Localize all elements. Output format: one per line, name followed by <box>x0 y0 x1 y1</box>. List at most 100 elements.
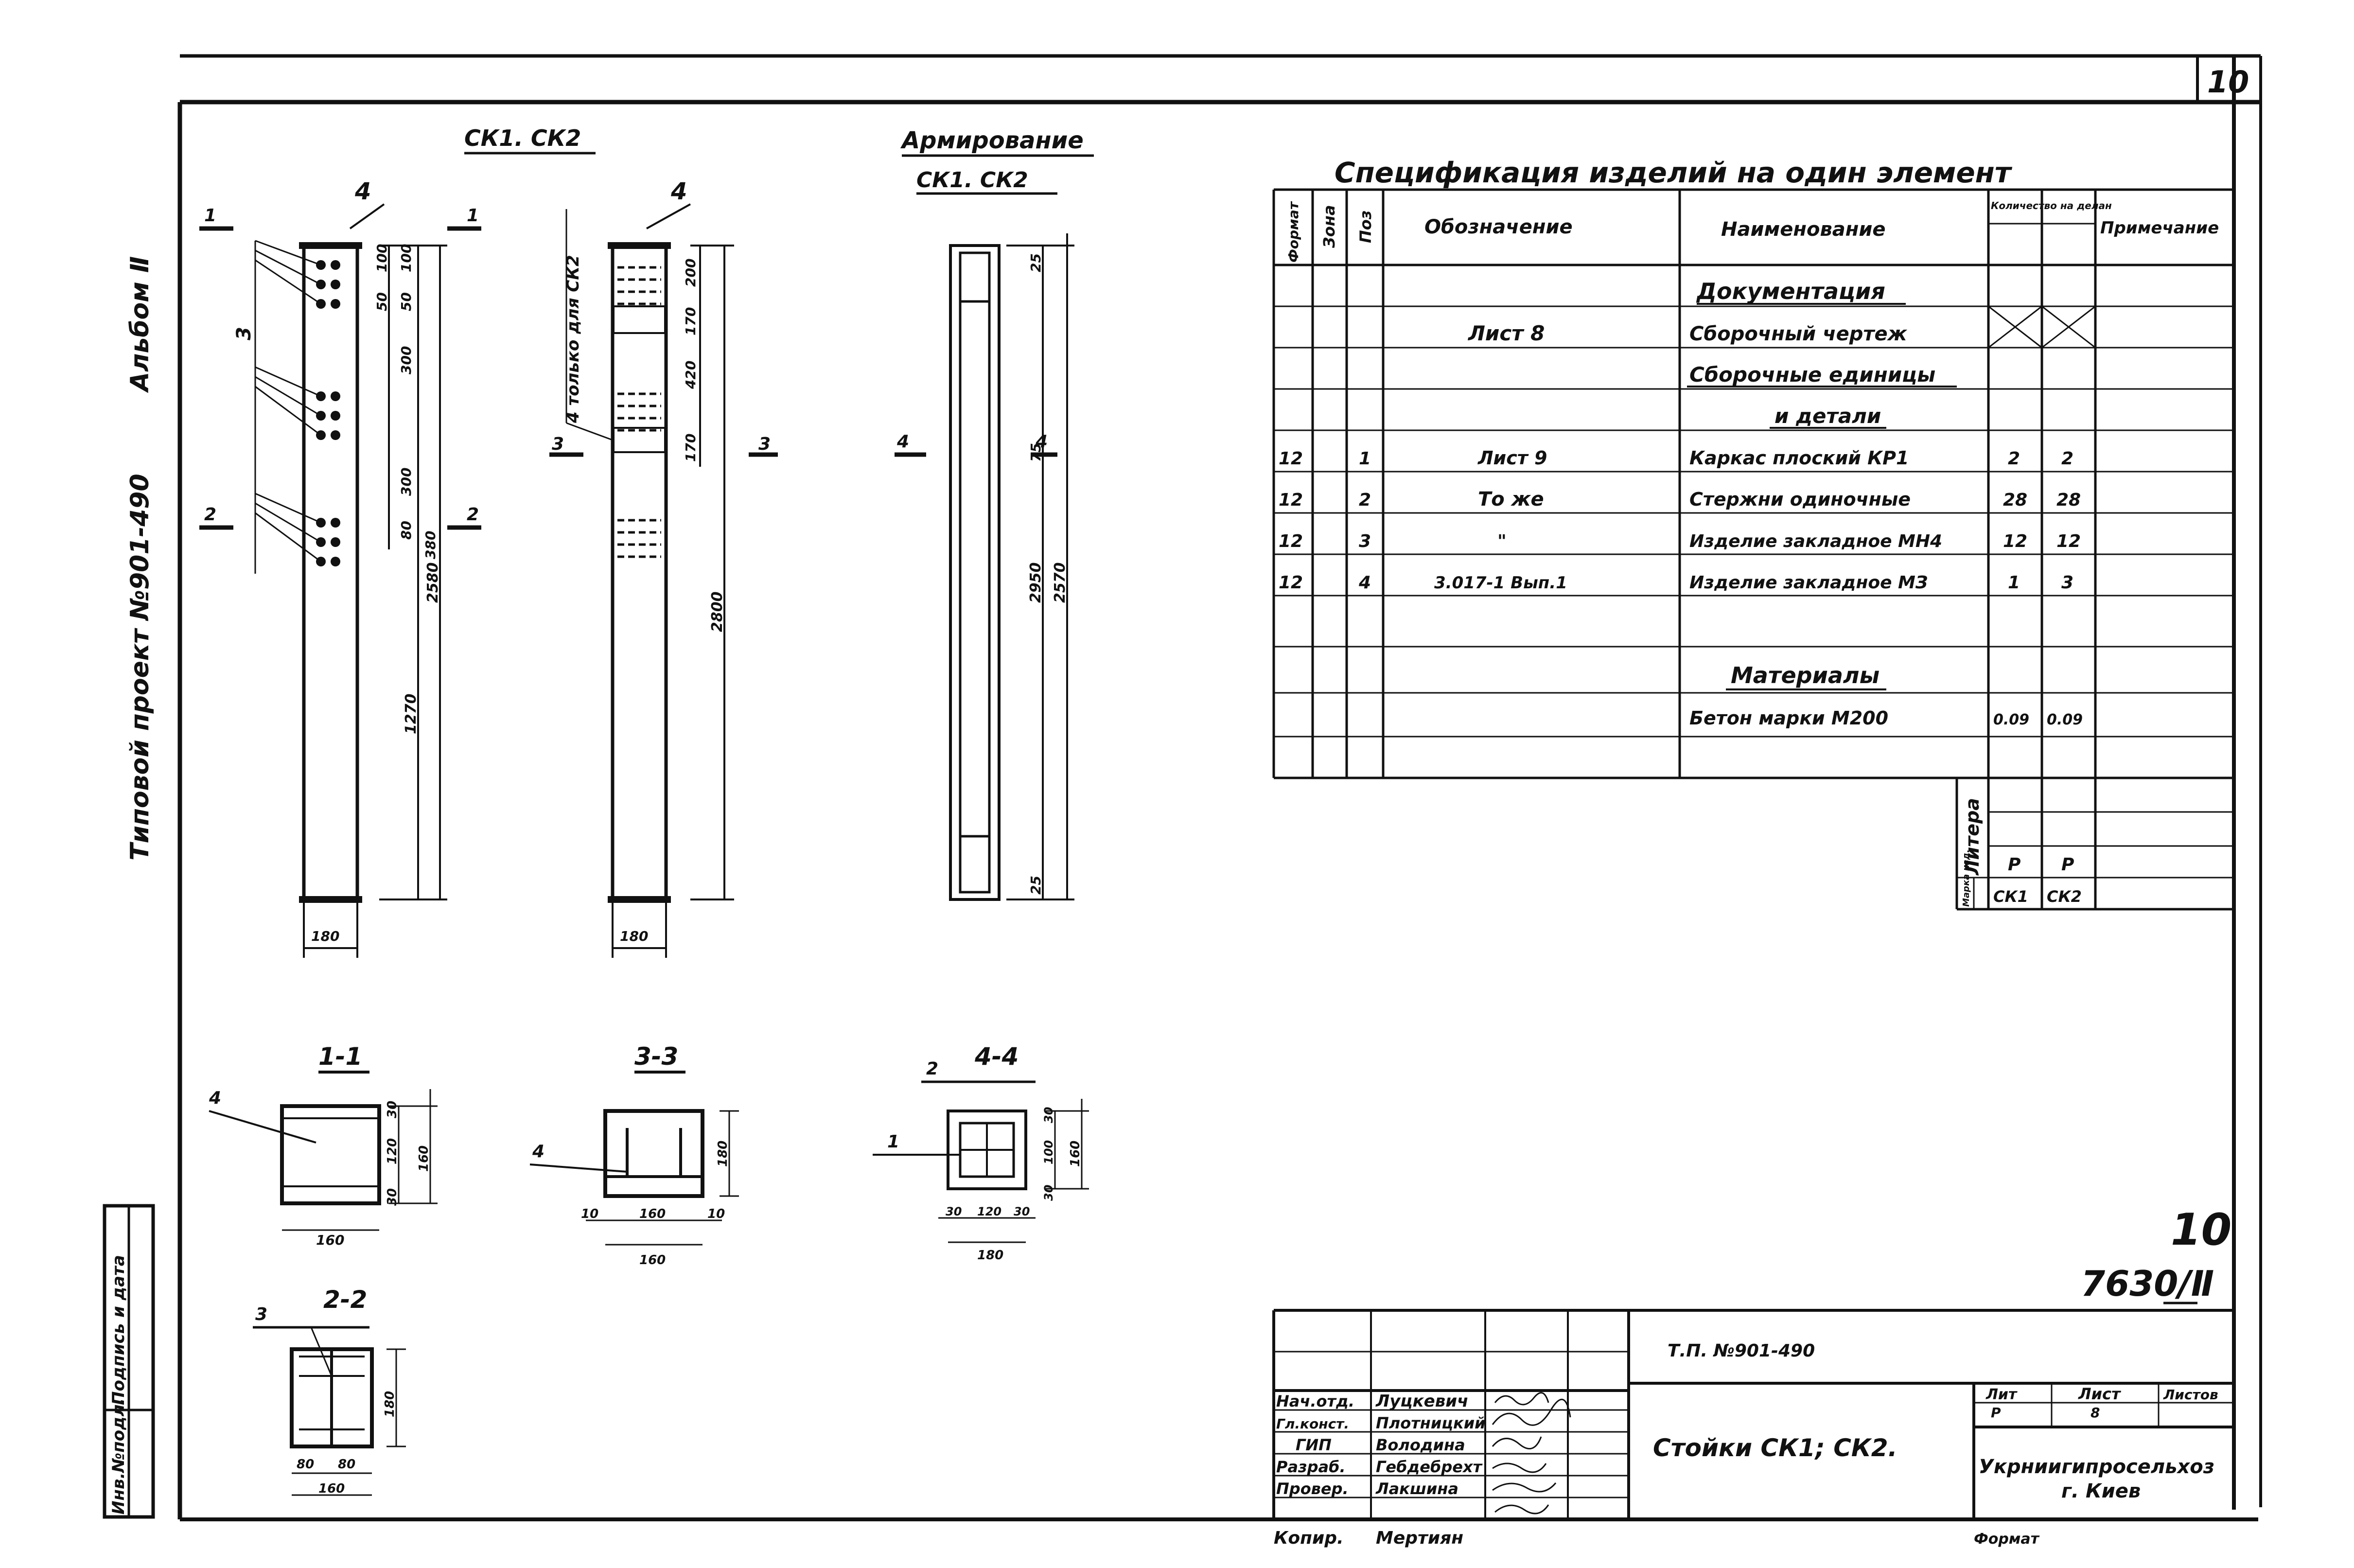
svg-text:180: 180 <box>716 1141 730 1167</box>
archive-number: 7630/Ⅱ <box>2081 1263 2214 1304</box>
spec-row: 12 3 " Изделие закладное МН4 12 12 <box>1279 531 2081 551</box>
person-1: Луцкевич <box>1375 1392 1468 1411</box>
svg-text:Лист 9: Лист 9 <box>1477 447 1547 469</box>
person-5: Лакшина <box>1375 1480 1458 1498</box>
svg-text:0.09: 0.09 <box>2047 711 2083 728</box>
spec-title: Спецификация изделий на один элемент <box>1335 156 2013 189</box>
svg-text:2: 2 <box>1359 490 1371 510</box>
stamp-col-inv: Инв.№подл. <box>109 1398 128 1515</box>
svg-text:28: 28 <box>2003 490 2027 510</box>
sheet-frame <box>177 54 2262 1521</box>
reinforcement-title: Армирование <box>900 127 1084 154</box>
lit-value: Р <box>1991 1405 2001 1421</box>
role-3: ГИП <box>1296 1436 1332 1454</box>
spec-h-note: Примечание <box>2100 218 2219 238</box>
sheets-label: Листов <box>2163 1387 2218 1403</box>
spec-h-name: Наименование <box>1721 218 1886 241</box>
svg-text:2: 2 <box>2008 449 2020 469</box>
lit-label: Лит <box>1985 1386 2018 1403</box>
section-3-3: 3-3 4 160 10 160 10 180 <box>529 1042 739 1268</box>
reinforcement-subtitle: СК1. СК2 <box>916 168 1028 193</box>
spec-row: 12 1 Лист 9 Каркас плоский КР1 2 2 <box>1279 447 2073 469</box>
svg-text:Документация: Документация <box>1696 278 1885 304</box>
svg-text:12: 12 <box>1279 573 1303 593</box>
svg-text:3-3: 3-3 <box>634 1042 678 1071</box>
spec-table: Спецификация изделий на один элемент <box>1272 156 2235 911</box>
svg-text:3.017-1 Вып.1: 3.017-1 Вып.1 <box>1434 573 1567 593</box>
column-ck2-elevation: 4 только для СК2 4 3 3 200 170 420 170 2… <box>549 178 778 958</box>
svg-text:Стержни одиночные: Стержни одиночные <box>1689 489 1911 510</box>
spec-row: 12 2 То же Стержни одиночные 28 28 <box>1279 488 2081 511</box>
svg-text:10: 10 <box>707 1207 725 1221</box>
svg-text:12: 12 <box>1279 449 1303 469</box>
svg-text:3: 3 <box>552 434 564 454</box>
mark-value-1: СК1 <box>1993 887 2028 906</box>
spec-h-designation: Обозначение <box>1424 216 1573 238</box>
svg-text:28: 28 <box>2056 490 2081 510</box>
svg-text:75: 75 <box>1028 443 1044 462</box>
svg-text:2: 2 <box>926 1059 938 1079</box>
callout-4b-tag: 4 <box>670 178 687 205</box>
elevation-titles: СК1. СК2 Армирование СК1. СК2 <box>464 125 1094 195</box>
svg-text:2580: 2580 <box>424 563 441 603</box>
svg-text:170: 170 <box>683 434 699 462</box>
svg-text:30: 30 <box>946 1205 962 1218</box>
svg-text:2570: 2570 <box>1052 563 1069 603</box>
svg-text:Изделие закладное МЗ: Изделие закладное МЗ <box>1689 573 1928 593</box>
svg-text:50: 50 <box>374 292 390 311</box>
svg-text:12: 12 <box>1279 490 1303 510</box>
svg-text:1: 1 <box>204 206 216 226</box>
svg-text:4: 4 <box>1035 432 1048 452</box>
svg-text:380: 380 <box>422 531 439 559</box>
svg-text:300: 300 <box>398 468 414 496</box>
svg-text:Лист 8: Лист 8 <box>1467 321 1545 345</box>
svg-text:4: 4 <box>896 432 909 452</box>
organization: Укрниигипросельхоз <box>1979 1456 2214 1478</box>
svg-text:": " <box>1497 531 1507 551</box>
copy-name: Мертиян <box>1376 1528 1463 1548</box>
svg-text:4-4: 4-4 <box>974 1042 1019 1071</box>
spec-h-zone: Зона <box>1320 205 1338 248</box>
cut-4-left: 4 <box>895 432 926 457</box>
svg-text:200: 200 <box>683 259 699 287</box>
mark-label: Марка изд. <box>1961 849 1971 907</box>
svg-text:30: 30 <box>1042 1185 1055 1201</box>
svg-text:300: 300 <box>398 346 414 374</box>
svg-text:180: 180 <box>977 1248 1003 1263</box>
litera-label: Литера <box>1962 798 1983 876</box>
svg-text:160: 160 <box>316 1232 344 1248</box>
page-number-box: 10 <box>2196 56 2249 102</box>
svg-text:120: 120 <box>977 1205 1001 1218</box>
cut-2-right: 2 <box>447 505 481 530</box>
spec-row: Сборочные единицы <box>1687 363 1957 388</box>
role-1: Нач.отд. <box>1276 1392 1354 1410</box>
svg-text:100: 100 <box>374 244 390 272</box>
city: г. Киев <box>2061 1480 2141 1502</box>
svg-text:12: 12 <box>2003 531 2027 551</box>
section-1-1: 1-1 4 30 120 160 30 160 <box>209 1042 438 1248</box>
svg-text:420: 420 <box>683 361 699 389</box>
mark-value-2: СК2 <box>2047 887 2082 906</box>
svg-text:1270: 1270 <box>403 694 420 735</box>
spec-row: 12 4 3.017-1 Вып.1 Изделие закладное МЗ … <box>1279 573 2073 593</box>
svg-text:12: 12 <box>1279 531 1303 551</box>
svg-text:4: 4 <box>1358 573 1371 593</box>
section-2-2: 2-2 3 180 80 80 160 <box>253 1286 406 1496</box>
svg-text:170: 170 <box>683 307 699 335</box>
spec-h-pos: Поз <box>1356 211 1375 243</box>
svg-text:2800: 2800 <box>709 592 726 633</box>
signatures <box>1492 1392 1571 1515</box>
cut-4-right: 4 <box>1031 432 1057 457</box>
svg-text:2950: 2950 <box>1027 563 1044 603</box>
svg-text:2: 2 <box>204 505 216 525</box>
cut-1-left: 1 <box>199 206 233 231</box>
column-ck1-elevation: 3 4 1 1 2 2 10 <box>199 178 481 958</box>
cut-1-right: 1 <box>447 206 481 231</box>
svg-text:160: 160 <box>318 1481 345 1496</box>
elevation-title: СК1. СК2 <box>464 125 581 151</box>
svg-text:50: 50 <box>398 292 414 311</box>
svg-text:2-2: 2-2 <box>323 1286 367 1314</box>
format-label: Формат <box>1974 1531 2040 1548</box>
svg-text:160: 160 <box>1068 1141 1083 1167</box>
page-number: 10 <box>2207 64 2249 100</box>
